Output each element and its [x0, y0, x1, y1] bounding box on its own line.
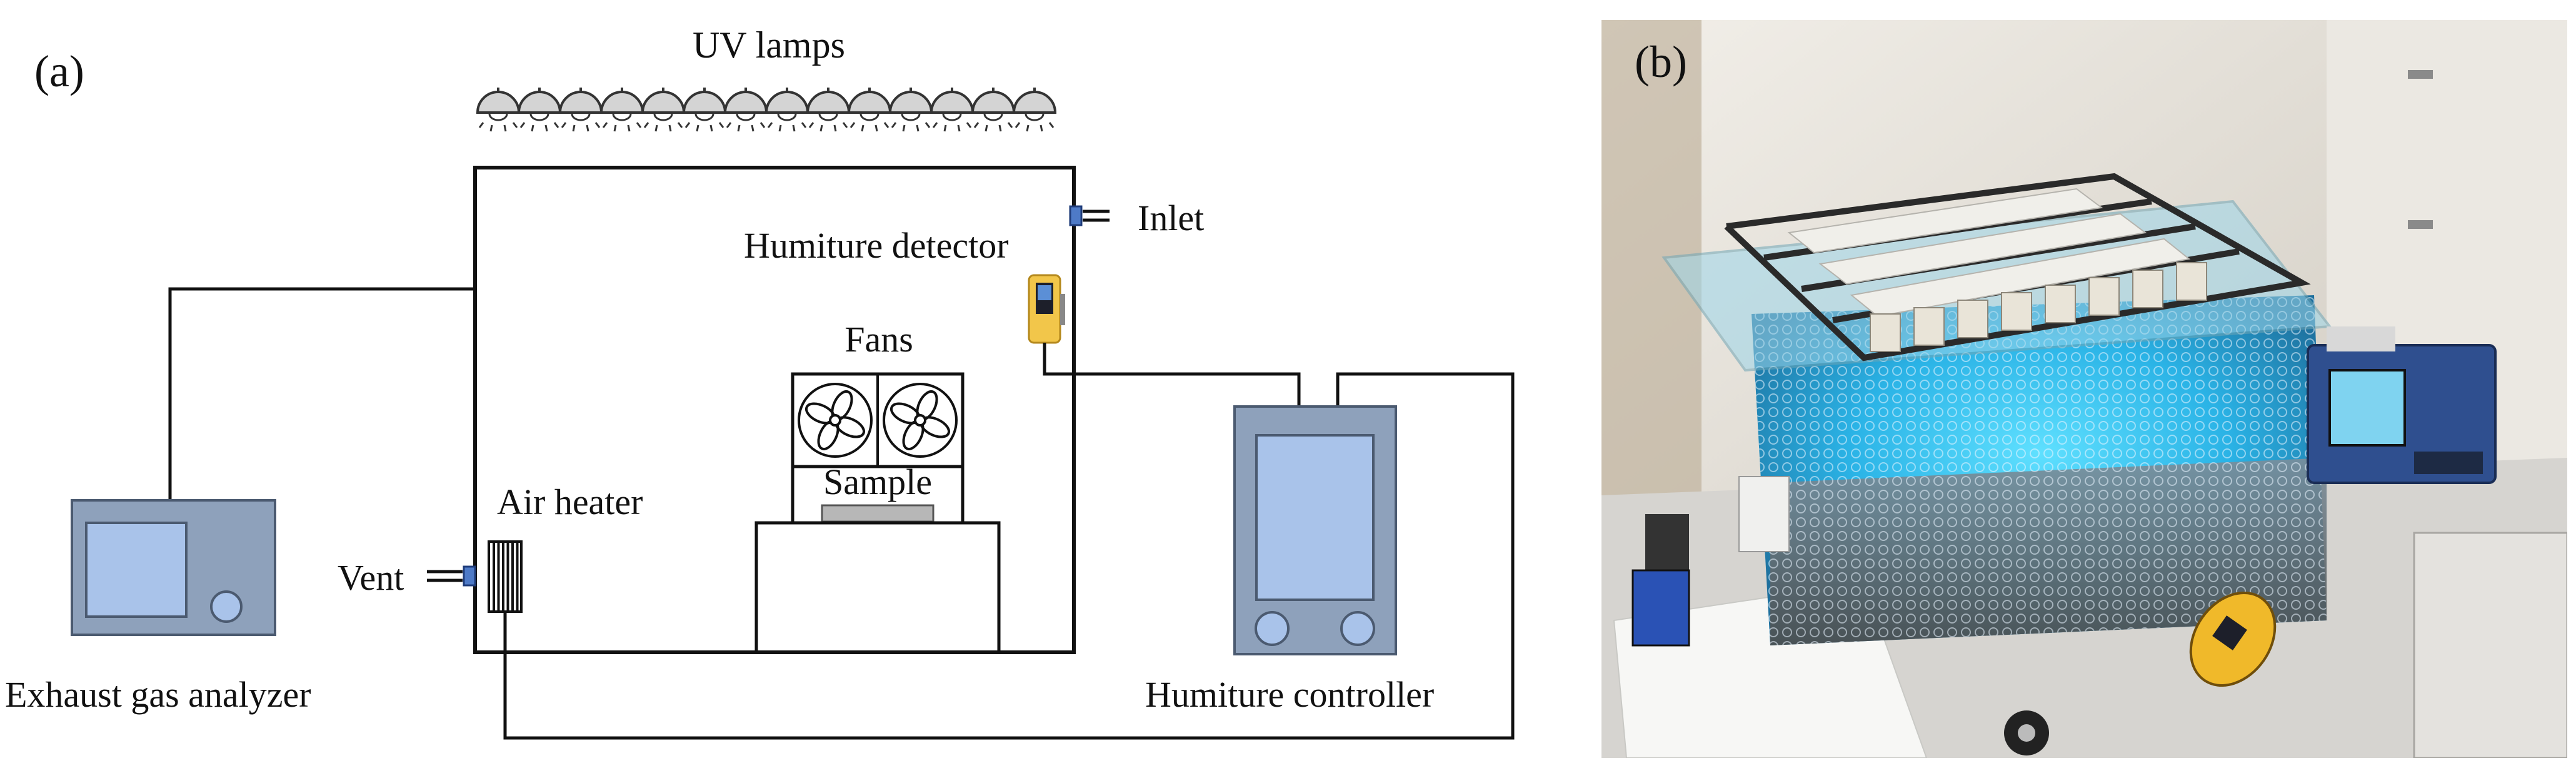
connection-wires: [168, 287, 1515, 740]
photo-panel-b: [1601, 20, 2567, 758]
inlet-port: [1069, 205, 1110, 226]
uv-lamp-icon: [1012, 88, 1057, 132]
uv-lamp-icon: [847, 88, 892, 132]
air-heater-device: [488, 540, 523, 613]
fan-icon: [883, 383, 958, 458]
uv-lamp-icon: [764, 88, 809, 132]
vent-label: Vent: [338, 557, 404, 598]
sample-label: Sample: [823, 462, 932, 502]
air-heater-label: Air heater: [497, 482, 643, 522]
photo-illustration: [1601, 20, 2567, 758]
humiture-detector-label: Humiture detector: [744, 225, 1009, 266]
uv-lamp-icon: [723, 88, 768, 132]
panel-b-label: (b): [1635, 37, 1687, 87]
panel-a-label: (a): [34, 46, 84, 96]
diagram-panel-a: (a) UV lamps Inlet Humiture detector Fan…: [5, 24, 1515, 740]
uv-lamp-icon: [558, 88, 603, 132]
uv-lamp-icon: [476, 88, 521, 132]
humiture-detector-device: [1028, 274, 1065, 344]
humiture-controller-label: Humiture controller: [1145, 674, 1434, 715]
exhaust-gas-analyzer-label: Exhaust gas analyzer: [5, 674, 311, 715]
inlet-label: Inlet: [1138, 198, 1204, 238]
uv-lamps-label: UV lamps: [693, 24, 845, 66]
uv-lamp-icon: [971, 88, 1016, 132]
fan-icon: [798, 383, 873, 458]
uv-lamp-icon: [888, 88, 933, 132]
sample-tray: [821, 504, 935, 523]
uv-lamp-icon: [806, 88, 851, 132]
exhaust-gas-analyzer-device: [71, 499, 276, 636]
uv-lamp-icon: [682, 88, 727, 132]
humiture-controller-device: [1233, 405, 1397, 655]
uv-lamps: [476, 88, 1057, 132]
vent-port: [427, 565, 476, 587]
uv-lamp-icon: [599, 88, 644, 132]
fans-label: Fans: [844, 319, 913, 360]
sample-stand: [754, 521, 1001, 654]
uv-lamp-icon: [641, 88, 686, 132]
uv-lamp-icon: [930, 88, 975, 132]
uv-lamp-icon: [517, 88, 562, 132]
